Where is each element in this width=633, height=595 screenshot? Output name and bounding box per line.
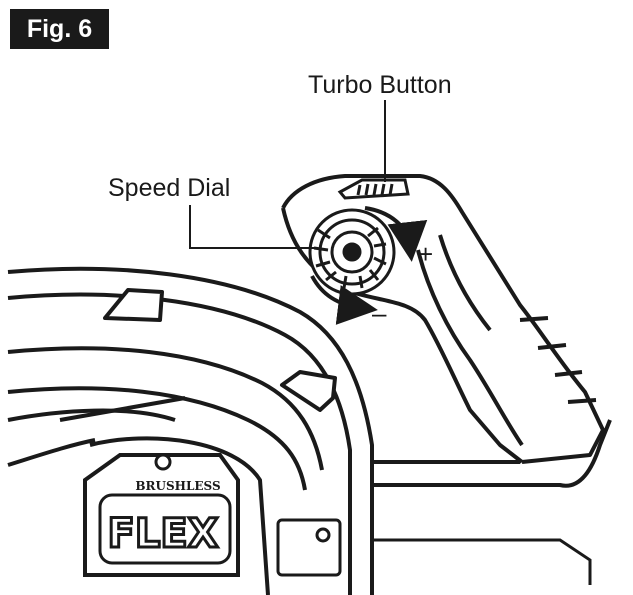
decrease-symbol: – <box>372 298 387 328</box>
speed-dial-label: Speed Dial <box>108 174 230 202</box>
brand-badge <box>83 453 240 577</box>
speed-dial-part <box>308 208 396 296</box>
side-panel <box>276 518 592 585</box>
tool-handle <box>281 174 605 464</box>
flex-logo-text: FLEX <box>108 511 219 557</box>
figure-label: Fig. 6 <box>10 9 109 49</box>
leader-lines <box>189 100 386 249</box>
increase-symbol: + <box>418 239 433 269</box>
dial-rotation-arrows <box>310 206 428 325</box>
turbo-button-part <box>337 178 410 200</box>
turbo-button-label: Turbo Button <box>308 71 452 99</box>
body-ridge-tab <box>103 288 337 412</box>
brushless-text: BRUSHLESS <box>135 479 220 493</box>
tool-body <box>7 266 612 595</box>
